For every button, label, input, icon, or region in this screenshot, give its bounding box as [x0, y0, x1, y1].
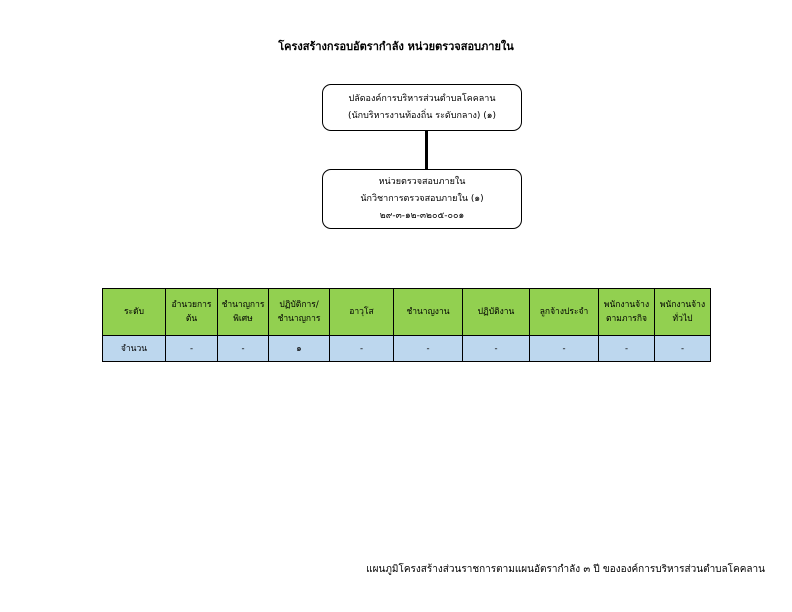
- chief-administrator-box: ปลัดองค์การบริหารส่วนตำบลโคคลาน (นักบริห…: [322, 84, 522, 131]
- count-practitioner-professional: ๑: [268, 335, 330, 362]
- chief-administrator-title: ปลัดองค์การบริหารส่วนตำบลโคคลาน: [348, 93, 496, 104]
- internal-audit-position-code: ๒๙-๓-๑๒-๓๒๐๕-๐๐๑: [379, 210, 465, 221]
- staffing-table-count-row: จำนวน - - ๑ - - - - - -: [102, 335, 711, 362]
- page-title: โครงสร้างกรอบอัตรากำลัง หน่วยตรวจสอบภายใ…: [278, 40, 514, 53]
- org-connector-line: [425, 131, 428, 169]
- internal-audit-unit-title: หน่วยตรวจสอบภายใน: [378, 176, 466, 187]
- count-mission-employee: -: [598, 335, 655, 362]
- header-level: ระดับ: [102, 288, 166, 336]
- header-senior: อาวุโส: [329, 288, 394, 336]
- count-operational: -: [462, 335, 530, 362]
- internal-audit-position: นักวิชาการตรวจสอบภายใน (๑): [360, 193, 484, 204]
- header-mission-employee: พนักงานจ้างตามภารกิจ: [598, 288, 655, 336]
- header-director: อำนวยการต้น: [165, 288, 218, 336]
- chief-administrator-position: (นักบริหารงานท้องถิ่น ระดับกลาง) (๑): [347, 110, 497, 121]
- header-senior-professional: ชำนาญการพิเศษ: [217, 288, 269, 336]
- header-operational: ปฏิบัติงาน: [462, 288, 530, 336]
- header-permanent-employee: ลูกจ้างประจำ: [529, 288, 599, 336]
- count-general-employee: -: [654, 335, 711, 362]
- header-practitioner-professional: ปฏิบัติการ/ชำนาญการ: [268, 288, 330, 336]
- internal-audit-unit-box: หน่วยตรวจสอบภายใน นักวิชาการตรวจสอบภายใน…: [322, 169, 522, 229]
- count-senior-professional: -: [217, 335, 269, 362]
- count-experienced: -: [393, 335, 463, 362]
- footer-caption: แผนภูมิโครงสร้างส่วนราชการตามแผนอัตรากำล…: [366, 564, 765, 575]
- header-general-employee: พนักงานจ้างทั่วไป: [654, 288, 711, 336]
- staffing-table: ระดับ อำนวยการต้น ชำนาญการพิเศษ ปฏิบัติก…: [102, 288, 711, 362]
- staffing-table-header-row: ระดับ อำนวยการต้น ชำนาญการพิเศษ ปฏิบัติก…: [102, 288, 711, 336]
- row-label: จำนวน: [102, 335, 166, 362]
- count-senior: -: [329, 335, 394, 362]
- header-experienced: ชำนาญงาน: [393, 288, 463, 336]
- count-director: -: [165, 335, 218, 362]
- count-permanent-employee: -: [529, 335, 599, 362]
